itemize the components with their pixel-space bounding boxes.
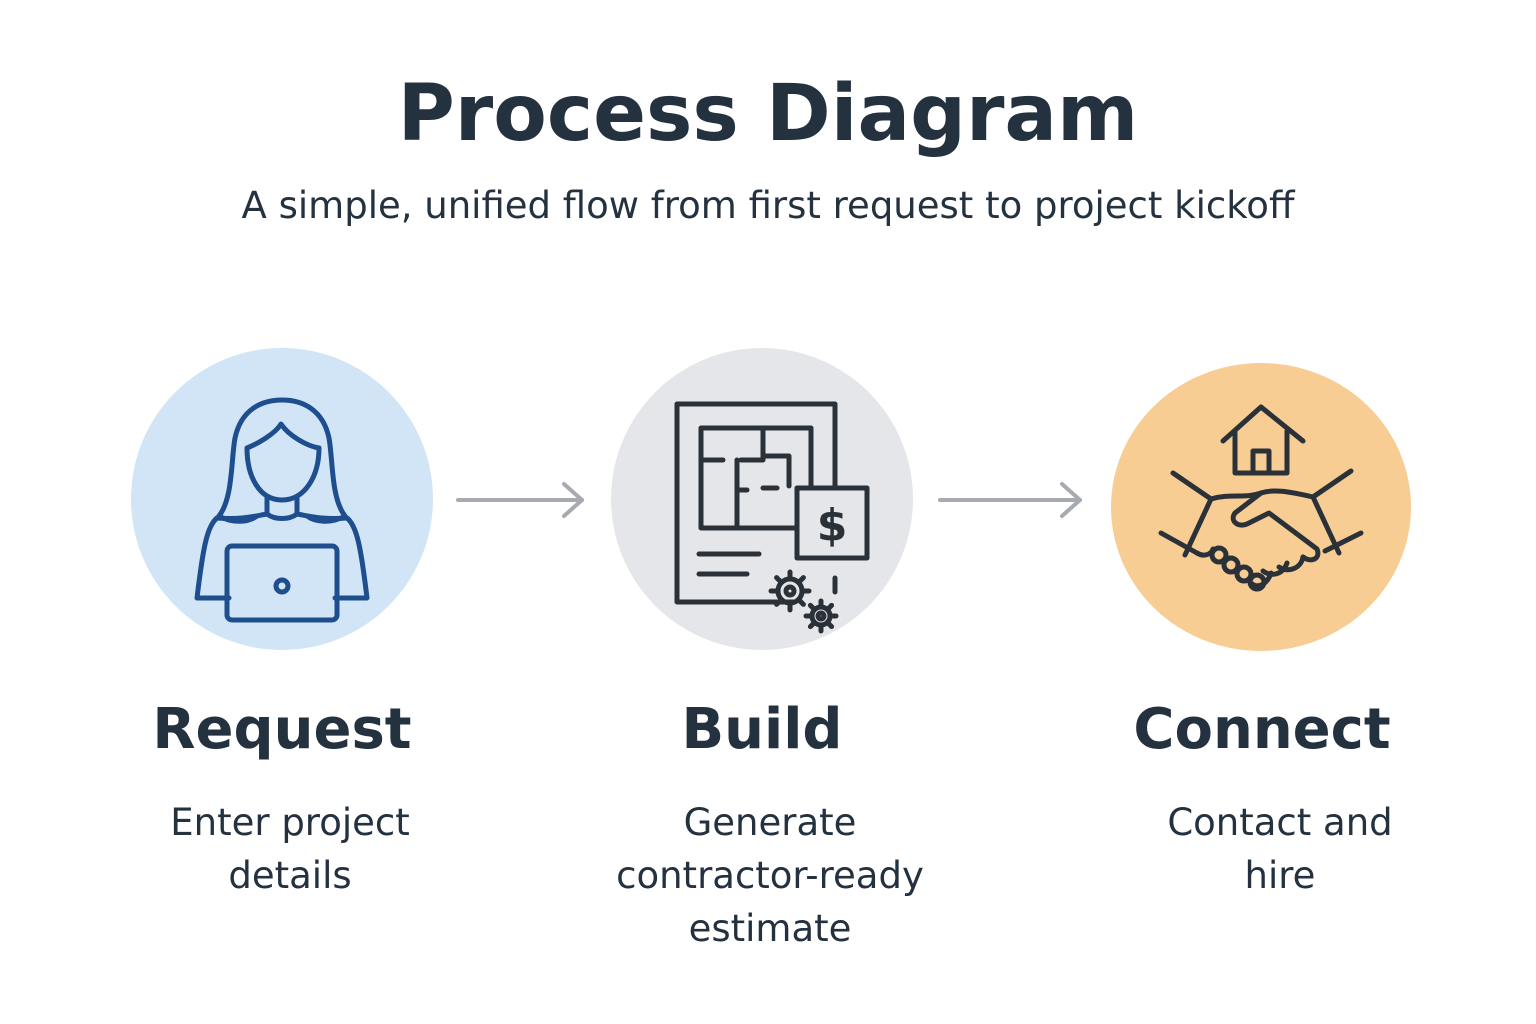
connect-step-description: Contact and hire: [1167, 801, 1393, 897]
build-step-title: Build: [681, 697, 843, 762]
diagram-subtitle: A simple, unified flow from first reques…: [241, 184, 1295, 227]
request-step-circle: [131, 348, 433, 650]
connect-step-circle: [1111, 363, 1411, 651]
connect-step-title: Connect: [1133, 697, 1391, 762]
build-step-description: Generate contractor-ready estimate: [616, 801, 924, 950]
request-step-title: Request: [152, 697, 412, 762]
arrow-right-icon: [456, 482, 584, 518]
request-step-description: Enter project details: [170, 801, 410, 897]
person-laptop-icon: [194, 397, 370, 623]
build-step-circle: $: [611, 348, 913, 650]
arrow-right-icon: [938, 482, 1082, 518]
handshake-house-icon: [1158, 404, 1364, 592]
svg-text:$: $: [817, 500, 848, 551]
diagram-title: Process Diagram: [397, 69, 1139, 159]
blueprint-estimate-icon: $: [674, 401, 870, 634]
